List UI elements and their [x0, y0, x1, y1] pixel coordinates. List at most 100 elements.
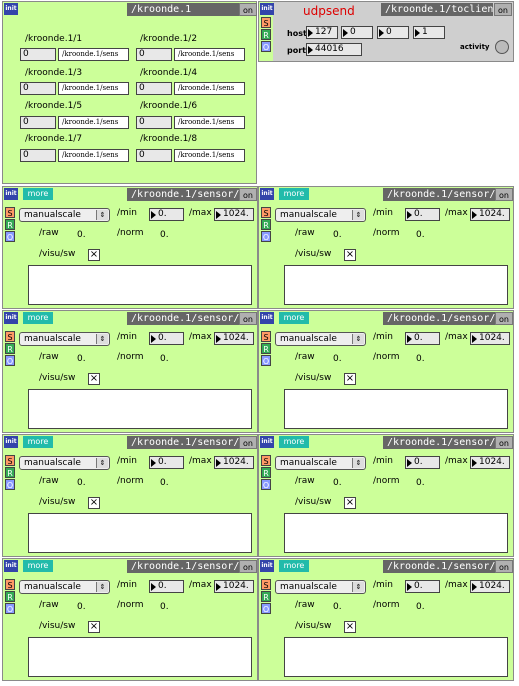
host-octet-3[interactable]: 0 [377, 26, 409, 39]
visu-toggle[interactable]: × [344, 373, 356, 385]
s-button[interactable]: S [261, 579, 271, 590]
host-octet-4[interactable]: 1 [413, 26, 445, 39]
visu-display[interactable] [28, 637, 252, 677]
max-value[interactable]: 1024. [470, 332, 510, 345]
channel-symbol[interactable]: /kroonde.1/sens [58, 116, 129, 129]
init-button[interactable]: init [4, 3, 18, 15]
min-value[interactable]: 0. [149, 580, 184, 593]
max-value[interactable]: 1024. [214, 208, 254, 221]
s-button[interactable]: S [5, 331, 15, 342]
s-button[interactable]: S [261, 455, 271, 466]
scale-mode-dropdown[interactable]: manualscale ⇕ [19, 208, 110, 222]
o-button[interactable]: O [5, 479, 15, 490]
on-button[interactable]: on [239, 3, 257, 16]
visu-display[interactable] [28, 265, 252, 305]
channel-value[interactable]: 0 [136, 149, 172, 162]
init-button[interactable]: init [4, 188, 18, 200]
channel-symbol[interactable]: /kroonde.1/sens [174, 48, 245, 61]
channel-value[interactable]: 0 [20, 48, 56, 61]
max-value[interactable]: 1024. [470, 456, 510, 469]
scale-mode-dropdown[interactable]: manualscale ⇕ [275, 580, 366, 594]
visu-toggle[interactable]: × [88, 497, 100, 509]
max-value[interactable]: 1024. [470, 208, 510, 221]
o-button[interactable]: O [261, 41, 271, 52]
more-button[interactable]: more [23, 560, 53, 572]
o-button[interactable]: O [261, 603, 271, 614]
visu-toggle[interactable]: × [344, 249, 356, 261]
on-button[interactable]: on [495, 436, 513, 449]
channel-value[interactable]: 0 [136, 116, 172, 129]
visu-display[interactable] [284, 637, 508, 677]
channel-value[interactable]: 0 [136, 48, 172, 61]
max-value[interactable]: 1024. [214, 332, 254, 345]
init-button[interactable]: init [4, 436, 18, 448]
init-button[interactable]: init [260, 436, 274, 448]
visu-toggle[interactable]: × [344, 621, 356, 633]
on-button[interactable]: on [495, 188, 513, 201]
visu-display[interactable] [284, 513, 508, 553]
min-value[interactable]: 0. [405, 580, 440, 593]
s-button[interactable]: S [5, 455, 15, 466]
r-button[interactable]: R [5, 467, 15, 478]
min-value[interactable]: 0. [149, 208, 184, 221]
scale-mode-dropdown[interactable]: manualscale ⇕ [19, 332, 110, 346]
max-value[interactable]: 1024. [214, 456, 254, 469]
s-button[interactable]: S [261, 17, 271, 28]
o-button[interactable]: O [5, 355, 15, 366]
visu-display[interactable] [28, 513, 252, 553]
init-button[interactable]: init [260, 3, 274, 15]
channel-value[interactable]: 0 [20, 82, 56, 95]
on-button[interactable]: on [494, 3, 512, 16]
host-octet-1[interactable]: 127 [306, 26, 338, 39]
scale-mode-dropdown[interactable]: manualscale ⇕ [275, 332, 366, 346]
more-button[interactable]: more [279, 188, 309, 200]
on-button[interactable]: on [495, 312, 513, 325]
r-button[interactable]: R [5, 219, 15, 230]
min-value[interactable]: 0. [149, 332, 184, 345]
scale-mode-dropdown[interactable]: manualscale ⇕ [275, 208, 366, 222]
r-button[interactable]: R [261, 591, 271, 602]
r-button[interactable]: R [261, 343, 271, 354]
on-button[interactable]: on [239, 188, 257, 201]
o-button[interactable]: O [261, 231, 271, 242]
on-button[interactable]: on [495, 560, 513, 573]
s-button[interactable]: S [5, 207, 15, 218]
o-button[interactable]: O [5, 603, 15, 614]
o-button[interactable]: O [261, 479, 271, 490]
r-button[interactable]: R [261, 467, 271, 478]
scale-mode-dropdown[interactable]: manualscale ⇕ [19, 456, 110, 470]
visu-toggle[interactable]: × [88, 621, 100, 633]
s-button[interactable]: S [261, 207, 271, 218]
channel-symbol[interactable]: /kroonde.1/sens [58, 149, 129, 162]
s-button[interactable]: S [5, 579, 15, 590]
init-button[interactable]: init [4, 560, 18, 572]
more-button[interactable]: more [23, 436, 53, 448]
more-button[interactable]: more [23, 312, 53, 324]
more-button[interactable]: more [279, 436, 309, 448]
init-button[interactable]: init [4, 312, 18, 324]
init-button[interactable]: init [260, 188, 274, 200]
r-button[interactable]: R [5, 591, 15, 602]
channel-symbol[interactable]: /kroonde.1/sens [174, 149, 245, 162]
on-button[interactable]: on [239, 560, 257, 573]
s-button[interactable]: S [261, 331, 271, 342]
min-value[interactable]: 0. [405, 332, 440, 345]
max-value[interactable]: 1024. [470, 580, 510, 593]
channel-value[interactable]: 0 [20, 116, 56, 129]
visu-toggle[interactable]: × [344, 497, 356, 509]
init-button[interactable]: init [260, 312, 274, 324]
scale-mode-dropdown[interactable]: manualscale ⇕ [19, 580, 110, 594]
o-button[interactable]: O [5, 231, 15, 242]
more-button[interactable]: more [279, 312, 309, 324]
more-button[interactable]: more [279, 560, 309, 572]
r-button[interactable]: R [261, 219, 271, 230]
on-button[interactable]: on [239, 436, 257, 449]
visu-display[interactable] [284, 389, 508, 429]
visu-display[interactable] [28, 389, 252, 429]
min-value[interactable]: 0. [149, 456, 184, 469]
max-value[interactable]: 1024. [214, 580, 254, 593]
channel-symbol[interactable]: /kroonde.1/sens [174, 82, 245, 95]
r-button[interactable]: R [261, 29, 271, 40]
channel-symbol[interactable]: /kroonde.1/sens [174, 116, 245, 129]
more-button[interactable]: more [23, 188, 53, 200]
